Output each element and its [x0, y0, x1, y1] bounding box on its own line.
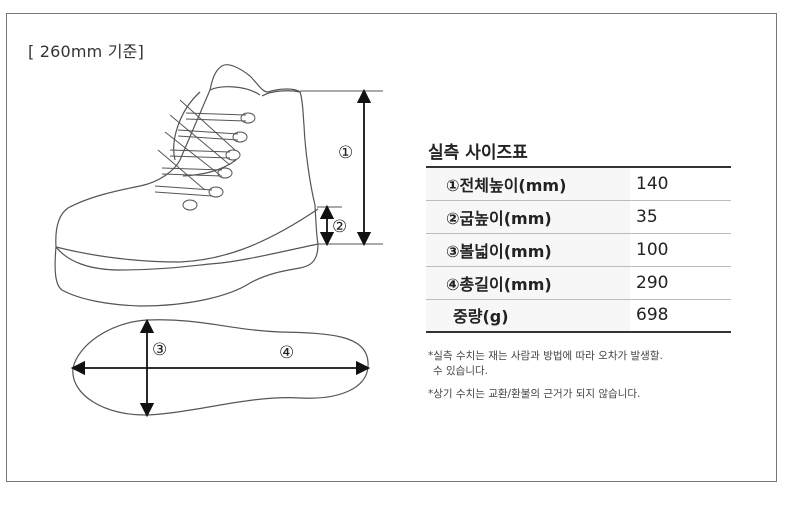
note-1-line-1: *실측 수치는 재는 사람과 방법에 따라 오차가 발생할.	[428, 350, 663, 362]
table-row: ④총길이(mm) 290	[426, 266, 731, 299]
table-row: 중량(g) 698	[426, 299, 731, 332]
table-row: ①전체높이(mm) 140	[426, 167, 731, 200]
marker-3: ③	[152, 340, 167, 360]
size-basis-label: [ 260mm 기준]	[28, 42, 145, 61]
measurement-notes: *실측 수치는 재는 사람과 방법에 따라 오차가 발생할. 수 있습니다. *…	[428, 349, 663, 410]
row-label: ②굽높이(mm)	[426, 200, 630, 233]
size-table-title: 실측 사이즈표	[428, 143, 528, 163]
row-value: 698	[636, 305, 669, 326]
boot-icon	[54, 64, 319, 307]
row-value: 140	[636, 173, 669, 194]
row-label: ③볼넓이(mm)	[426, 233, 630, 266]
marker-1: ①	[338, 143, 353, 163]
size-chart-frame	[6, 13, 777, 482]
note-1: *실측 수치는 재는 사람과 방법에 따라 오차가 발생할. 수 있습니다.	[428, 349, 663, 379]
size-table: ①전체높이(mm) 140 ②굽높이(mm) 35 ③볼넓이(mm) 100 ④…	[426, 166, 731, 333]
row-value: 35	[636, 206, 658, 227]
row-label: ①전체높이(mm)	[426, 167, 630, 200]
table-row: ②굽높이(mm) 35	[426, 200, 731, 233]
row-value: 290	[636, 272, 669, 293]
row-label: 중량(g)	[426, 299, 630, 332]
marker-2: ②	[332, 217, 347, 237]
table-row: ③볼넓이(mm) 100	[426, 233, 731, 266]
note-1-line-2: 수 있습니다.	[433, 365, 488, 377]
marker-4: ④	[279, 343, 294, 363]
note-2: *상기 수치는 교환/환불의 근거가 되지 않습니다.	[428, 388, 641, 400]
row-label: ④총길이(mm)	[426, 266, 630, 299]
row-value: 100	[636, 239, 669, 260]
